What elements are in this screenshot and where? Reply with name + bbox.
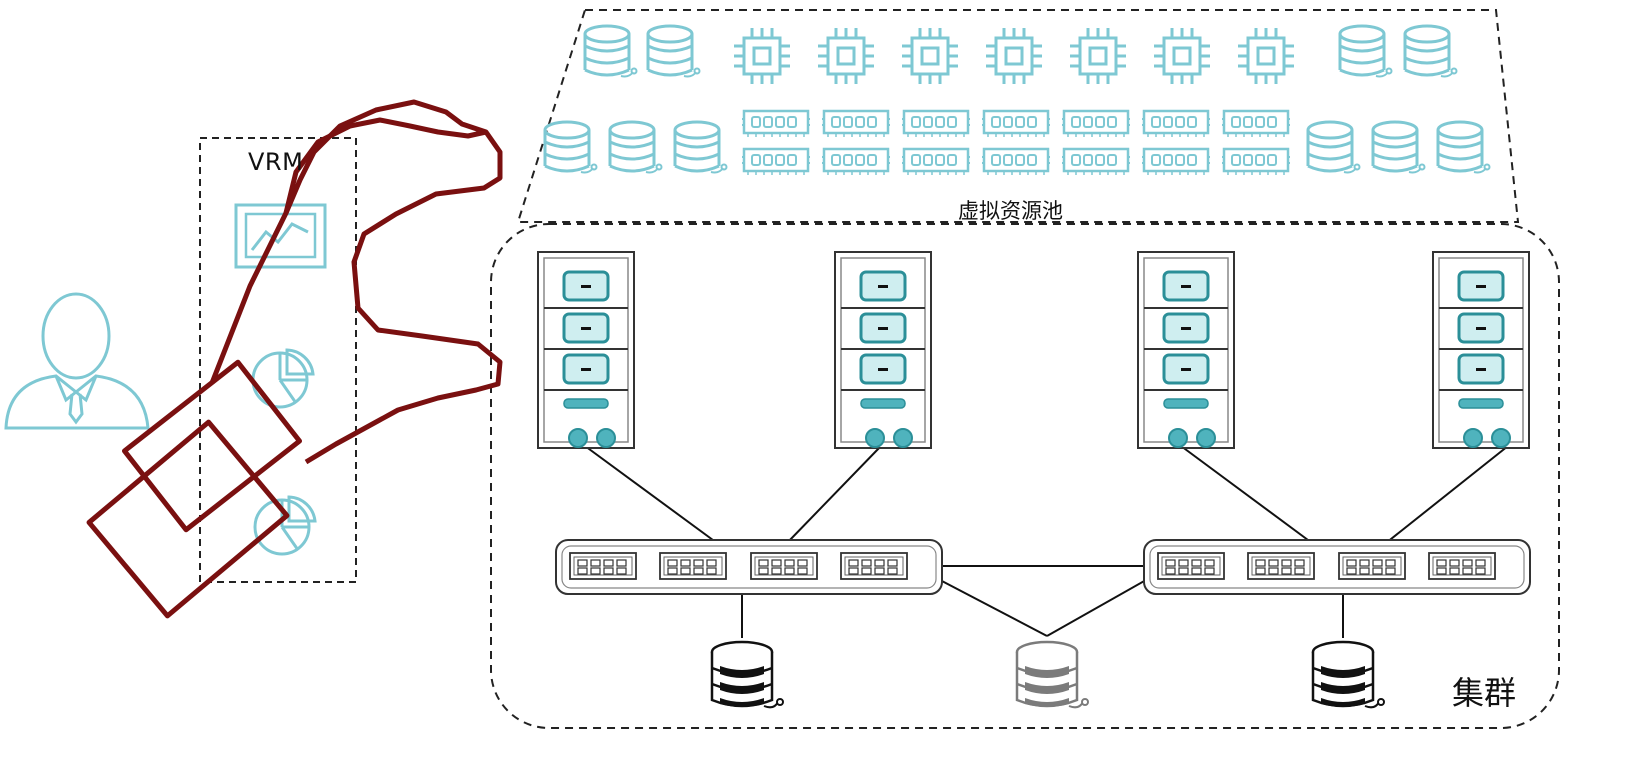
cpu-chip-icon: [984, 26, 1044, 86]
database-icon: [608, 120, 663, 174]
pie-chart-icon: [253, 495, 317, 556]
database-icon: [646, 24, 701, 78]
pie-chart-icon: [251, 348, 315, 409]
cluster-boundary: [490, 223, 1560, 729]
cpu-chip-icon: [1236, 26, 1296, 86]
server-rack-icon: [1431, 250, 1531, 450]
cpu-chip-icon: [900, 26, 960, 86]
memory-module-icon: [1220, 109, 1292, 139]
network-switch-left: [555, 539, 943, 595]
database-icon: [1403, 24, 1458, 78]
database-icon: [543, 120, 598, 174]
memory-module-icon: [900, 109, 972, 139]
network-links: [584, 445, 1509, 638]
memory-module-icon: [1140, 147, 1212, 177]
cpu-chip-icon: [1152, 26, 1212, 86]
server-rack-icon: [833, 250, 933, 450]
database-icon: [1436, 120, 1491, 174]
hand-icon: [86, 99, 503, 619]
memory-module-icon: [1220, 147, 1292, 177]
resource-pool-row-1: [583, 24, 1458, 86]
storage-devices: [710, 640, 1386, 709]
vrm-label: VRM: [248, 148, 304, 176]
storage-icon: [1015, 640, 1090, 709]
memory-module-icon: [900, 147, 972, 177]
database-icon: [1306, 120, 1361, 174]
monitor-chart-icon: [234, 203, 327, 269]
memory-module-icon: [820, 147, 892, 177]
database-icon: [673, 120, 728, 174]
resource-pool-label: 虚拟资源池: [958, 199, 1063, 223]
memory-module-icon: [980, 147, 1052, 177]
cpu-chip-icon: [816, 26, 876, 86]
cluster-label: 集群: [1452, 674, 1517, 712]
server-rack-icon: [1136, 250, 1236, 450]
memory-module-icon: [820, 109, 892, 139]
database-icon: [1338, 24, 1393, 78]
servers: [536, 250, 1531, 450]
memory-module-icon: [1140, 109, 1212, 139]
memory-module-icon: [1060, 147, 1132, 177]
cpu-chip-icon: [732, 26, 792, 86]
memory-module-icon: [740, 147, 812, 177]
resource-pool-boundary: [516, 9, 1520, 223]
memory-module-icon: [1060, 109, 1132, 139]
database-icon: [1371, 120, 1426, 174]
storage-icon: [1311, 640, 1386, 709]
memory-module-icon: [740, 109, 812, 139]
network-switch-right: [1143, 539, 1531, 595]
database-icon: [583, 24, 638, 78]
user-icon: [4, 292, 150, 430]
memory-module-icon: [980, 109, 1052, 139]
cpu-chip-icon: [1068, 26, 1128, 86]
vrm-panel: [199, 137, 357, 583]
storage-icon: [710, 640, 785, 709]
resource-pool-row-2: [543, 109, 1491, 177]
server-rack-icon: [536, 250, 636, 450]
